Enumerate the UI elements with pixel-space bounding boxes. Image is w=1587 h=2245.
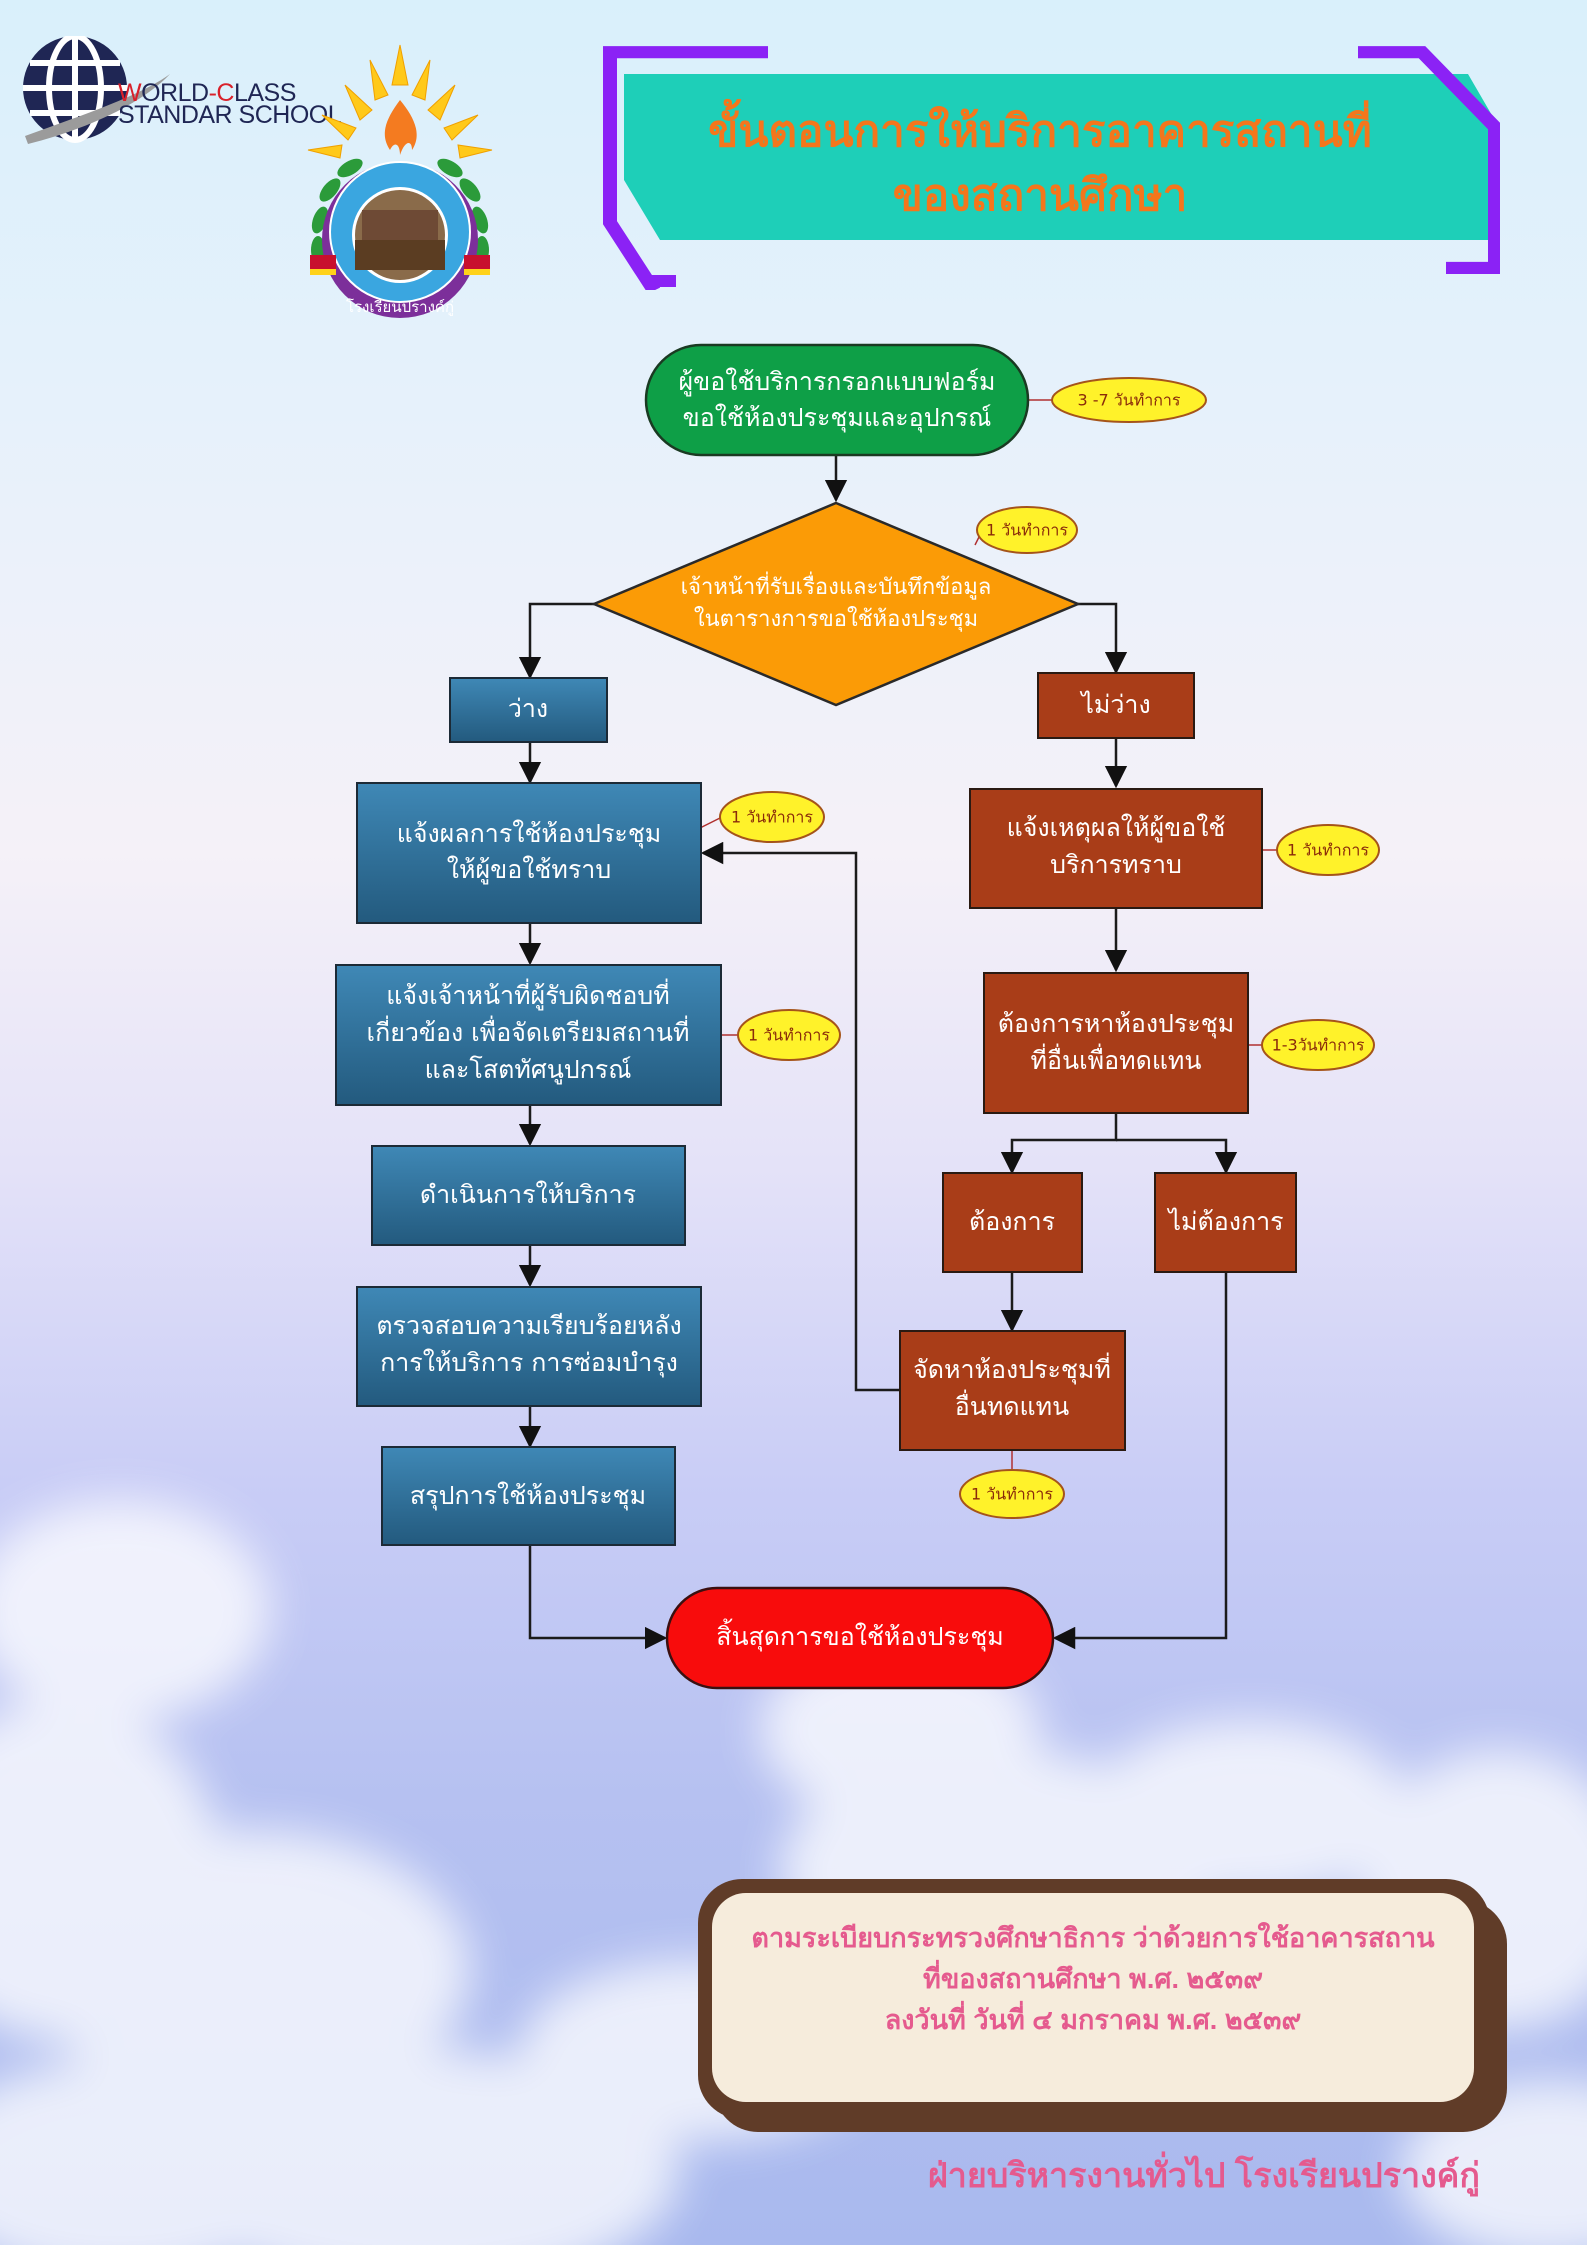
find-alt-line-1: จัดหาห้องประชุมที่ — [913, 1352, 1111, 1385]
connectors — [518, 455, 1238, 1650]
connector-findalt-notify — [700, 841, 899, 1392]
notify-staff-line-3: และโสตทัศนูปกรณ์ — [425, 1055, 632, 1085]
not-want-node: ไม่ต้องการ — [1154, 1172, 1297, 1273]
need-alt-line-1: ต้องการหาห้องประชุม — [998, 1009, 1234, 1039]
connector-notwant-end — [1052, 1272, 1228, 1650]
available-node: ว่าง — [449, 677, 608, 743]
start-node: ผู้ขอใช้บริการกรอกแบบฟอร์ม ขอใช้ห้องประช… — [644, 343, 1030, 457]
page-title: ขั้นตอนการให้บริการอาคารสถานที่ ของสถานศ… — [640, 100, 1440, 228]
decision-line-2: ในตารางการขอใช้ห้องประชุม — [694, 606, 978, 632]
badge-notify-result-text: 1 วันทำการ — [731, 808, 813, 827]
notify-result-node: แจ้งผลการใช้ห้องประชุม ให้ผู้ขอใช้ทราบ — [356, 782, 702, 924]
seal-school-name: โรงเรียนปรางค์กู่ — [346, 298, 454, 316]
start-line-2: ขอใช้ห้องประชุมและอุปกรณ์ — [683, 403, 992, 433]
department-footer: ฝ่ายบริหารงานทั่วไป โรงเรียนปรางค์กู่ — [927, 2157, 1480, 2195]
need-alternative-node: ต้องการหาห้องประชุม ที่อื่นเพื่อทดแทน — [983, 972, 1249, 1114]
flowchart: ผู้ขอใช้บริการกรอกแบบฟอร์ม ขอใช้ห้องประช… — [335, 343, 1380, 1690]
badge-leaders — [699, 399, 1277, 1473]
badge-find-alt-text: 1 วันทำการ — [971, 1485, 1053, 1504]
logo-letter-w: W — [118, 79, 142, 107]
regulation-line-3: ลงวันที่ วันที่ ๔ มกราคม พ.ศ. ๒๕๓๙ — [884, 2005, 1302, 2035]
duration-badge-find-alt: 1 วันทำการ — [959, 1469, 1065, 1519]
notify-staff-line-1: แจ้งเจ้าหน้าที่ผู้รับผิดชอบที่ — [386, 978, 669, 1011]
duration-badge-start: 3 -7 วันทำการ — [1051, 377, 1207, 423]
badge-notify-staff-text: 1 วันทำการ — [748, 1026, 830, 1045]
summary-node: สรุปการใช้ห้องประชุม — [381, 1446, 676, 1546]
logo-text-orl: ORL — [141, 79, 192, 107]
badge-need-alt-text: 1-3วันทำการ — [1272, 1036, 1365, 1055]
connector-summary-end — [528, 1545, 668, 1650]
regulation-text: ตามระเบียบกระทรวงศึกษาธิการ ว่าด้วยการใช… — [712, 1918, 1474, 2041]
logo-dash-c: -C — [208, 79, 235, 107]
start-line-1: ผู้ขอใช้บริการกรอกแบบฟอร์ม — [678, 367, 995, 397]
notify-reason-line-1: แจ้งเหตุผลให้ผู้ขอใช้ — [1007, 813, 1226, 843]
duration-badge-need-alt: 1-3วันทำการ — [1261, 1019, 1375, 1071]
badge-decision-text: 1 วันทำการ — [986, 521, 1068, 540]
notify-staff-line-2: เกี่ยวข้อง เพื่อจัดเตรียมสถานที่ — [367, 1015, 690, 1047]
end-label: สิ้นสุดการขอใช้ห้องประชุม — [716, 1618, 1004, 1652]
regulation-line-1: ตามระเบียบกระทรวงศึกษาธิการ ว่าด้วยการใช… — [751, 1923, 1435, 1953]
notify-staff-node: แจ้งเจ้าหน้าที่ผู้รับผิดชอบที่ เกี่ยวข้อ… — [335, 964, 722, 1106]
summary-label: สรุปการใช้ห้องประชุม — [410, 1481, 646, 1511]
logo-text-lass: LASS — [233, 79, 296, 107]
globe-icon — [23, 33, 170, 144]
badge-notify-reason-text: 1 วันทำการ — [1287, 841, 1369, 860]
want-node: ต้องการ — [942, 1172, 1083, 1273]
connector-needalt-notwant — [1116, 1138, 1238, 1175]
want-label: ต้องการ — [969, 1207, 1055, 1236]
provide-service-node: ดำเนินการให้บริการ — [371, 1145, 686, 1246]
duration-badge-decision: 1 วันทำการ — [976, 506, 1078, 554]
regulation-card — [712, 1893, 1474, 2102]
title-line-1: ขั้นตอนการให้บริการอาคารสถานที่ — [708, 107, 1372, 156]
available-label: ว่าง — [508, 694, 548, 723]
notify-reason-node: แจ้งเหตุผลให้ผู้ขอใช้ บริการทราบ — [969, 788, 1263, 909]
notify-reason-line-2: บริการทราบ — [1050, 850, 1182, 879]
find-alternative-node: จัดหาห้องประชุมที่ อื่นทดแทน — [899, 1330, 1126, 1451]
school-seal-logo: โรงเรียนปรางค์กู่ — [307, 44, 493, 318]
notify-result-line-2: ให้ผู้ขอใช้ทราบ — [447, 855, 611, 885]
inspect-line-2: การให้บริการ การซ่อมบำรุง — [380, 1348, 678, 1378]
provide-service-label: ดำเนินการให้บริการ — [420, 1180, 636, 1209]
unavailable-label: ไม่ว่าง — [1079, 690, 1150, 719]
end-node: สิ้นสุดการขอใช้ห้องประชุม — [665, 1586, 1055, 1690]
connector-decision-unavailable — [1078, 602, 1128, 675]
find-alt-line-2: อื่นทดแทน — [955, 1389, 1070, 1421]
connector-decision-available — [518, 602, 594, 680]
connector-needalt-want — [1000, 1113, 1118, 1175]
inspect-node: ตรวจสอบความเรียบร้อยหลัง การให้บริการ กา… — [356, 1286, 702, 1407]
decision-node: เจ้าหน้าที่รับเรื่องและบันทึกข้อมูล ในตา… — [590, 501, 1082, 707]
inspect-line-1: ตรวจสอบความเรียบร้อยหลัง — [376, 1311, 681, 1340]
duration-badge-notify-result: 1 วันทำการ — [719, 791, 825, 843]
duration-badge-notify-reason: 1 วันทำการ — [1276, 824, 1380, 876]
title-line-2: ของสถานศึกษา — [892, 171, 1188, 220]
duration-badge-notify-staff: 1 วันทำการ — [737, 1009, 841, 1061]
notify-result-line-1: แจ้งผลการใช้ห้องประชุม — [397, 819, 662, 849]
title-banner — [603, 46, 1500, 290]
logo-text-school: SCHOOL — [232, 101, 342, 129]
decision-shape — [590, 501, 1082, 707]
unavailable-node: ไม่ว่าง — [1037, 672, 1195, 739]
logo-letter-d: D — [191, 79, 209, 107]
regulation-line-2: ที่ของสถานศึกษา พ.ศ. ๒๕๓๙ — [923, 1964, 1263, 1994]
decision-line-1: เจ้าหน้าที่รับเรื่องและบันทึกข้อมูล — [681, 571, 992, 600]
start-shape — [644, 343, 1030, 457]
not-want-label: ไม่ต้องการ — [1166, 1207, 1283, 1236]
need-alt-line-2: ที่อื่นเพื่อทดแทน — [1030, 1043, 1201, 1075]
badge-start-text: 3 -7 วันทำการ — [1077, 391, 1180, 410]
logo-text-standard: STANDAR — [118, 101, 233, 129]
